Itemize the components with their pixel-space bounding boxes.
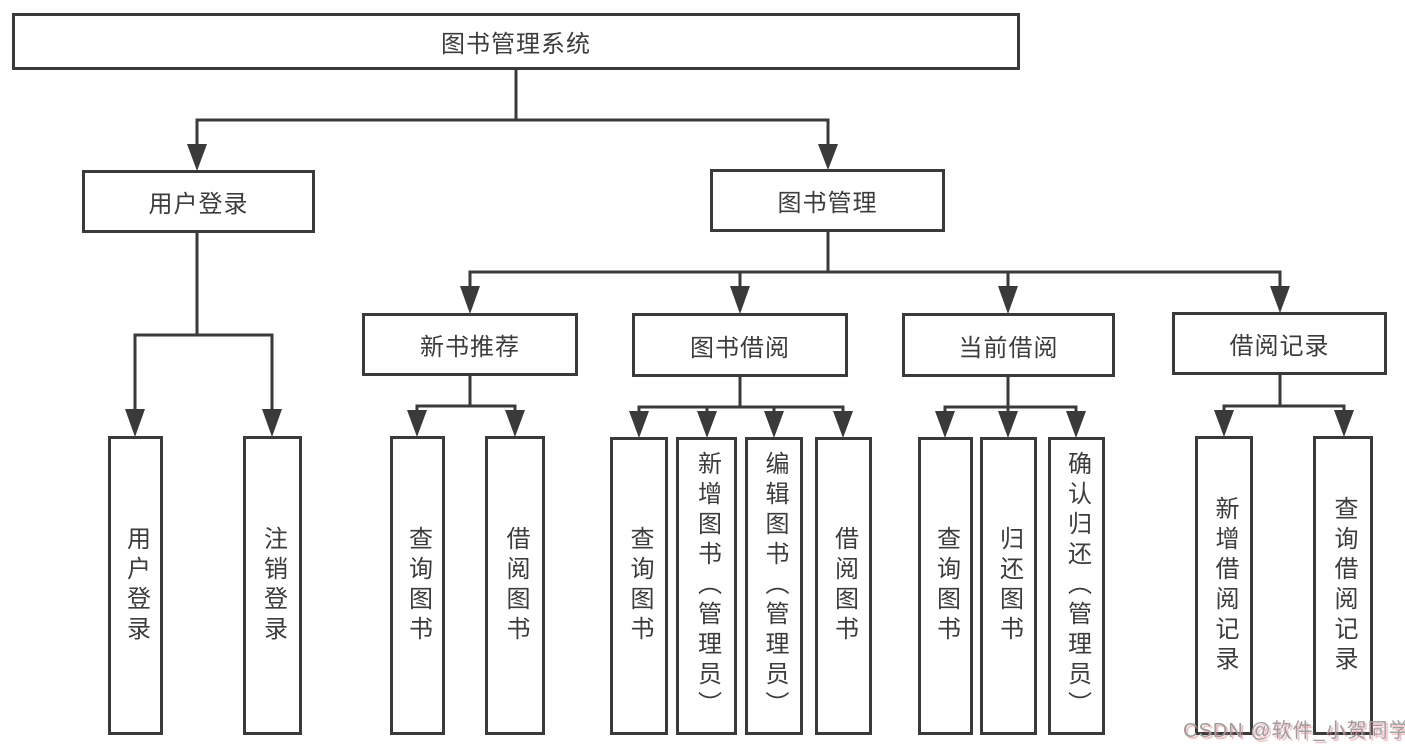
node-root-library-system: 图书管理系统 xyxy=(12,13,1020,70)
node-label: 归还图书 xyxy=(995,526,1023,646)
node-leaf-borrow-book-1: 借阅图书 xyxy=(485,436,545,735)
node-leaf-edit-book-admin: 编辑图书（管理员） xyxy=(745,437,803,735)
node-label: 用户登录 xyxy=(148,191,249,218)
node-leaf-query-borrow-record: 查询借阅记录 xyxy=(1313,436,1373,735)
node-new-book-recommend: 新书推荐 xyxy=(362,313,578,376)
node-borrow-record: 借阅记录 xyxy=(1172,312,1387,375)
node-label: 注销登录 xyxy=(259,525,287,646)
node-leaf-query-book-1: 查询图书 xyxy=(390,436,445,735)
node-label: 查询图书 xyxy=(932,526,960,646)
node-label: 用户登录 xyxy=(122,525,150,646)
node-current-borrow: 当前借阅 xyxy=(902,313,1115,377)
node-label: 图书管理 xyxy=(777,190,878,217)
node-label: 确认归还（管理员） xyxy=(1063,451,1091,721)
csdn-watermark: CSDN @软件_小贺同学 xyxy=(1183,720,1405,742)
node-leaf-borrow-book-2: 借阅图书 xyxy=(815,437,872,735)
tree-edges xyxy=(133,70,1346,413)
node-leaf-query-book-2: 查询图书 xyxy=(610,437,668,735)
node-label: 图书管理系统 xyxy=(441,31,591,58)
node-leaf-return-book: 归还图书 xyxy=(980,437,1037,735)
node-user-login: 用户登录 xyxy=(82,170,315,233)
node-label: 当前借阅 xyxy=(958,334,1059,362)
node-leaf-confirm-return-admin: 确认归还（管理员） xyxy=(1048,437,1105,735)
node-label: 查询图书 xyxy=(626,526,653,646)
node-label: 新增图书（管理员） xyxy=(693,451,721,721)
node-label: 查询图书 xyxy=(404,525,432,646)
node-label: 图书借阅 xyxy=(690,334,790,362)
node-label: 借阅记录 xyxy=(1229,333,1330,360)
node-leaf-logout-login: 注销登录 xyxy=(243,436,302,735)
node-leaf-add-borrow-record: 新增借阅记录 xyxy=(1195,436,1253,735)
node-label: 新书推荐 xyxy=(420,334,520,361)
node-label: 借阅图书 xyxy=(502,525,529,646)
node-book-borrow: 图书借阅 xyxy=(632,313,848,377)
node-leaf-user-login: 用户登录 xyxy=(108,436,163,735)
node-label: 新增借阅记录 xyxy=(1211,495,1238,676)
node-leaf-query-book-3: 查询图书 xyxy=(918,437,973,735)
node-label: 借阅图书 xyxy=(830,526,858,646)
node-leaf-add-book-admin: 新增图书（管理员） xyxy=(676,437,737,735)
node-label: 查询借阅记录 xyxy=(1330,495,1357,676)
node-label: 编辑图书（管理员） xyxy=(761,451,788,721)
node-book-management: 图书管理 xyxy=(710,169,945,232)
arrowheads xyxy=(125,144,1354,438)
